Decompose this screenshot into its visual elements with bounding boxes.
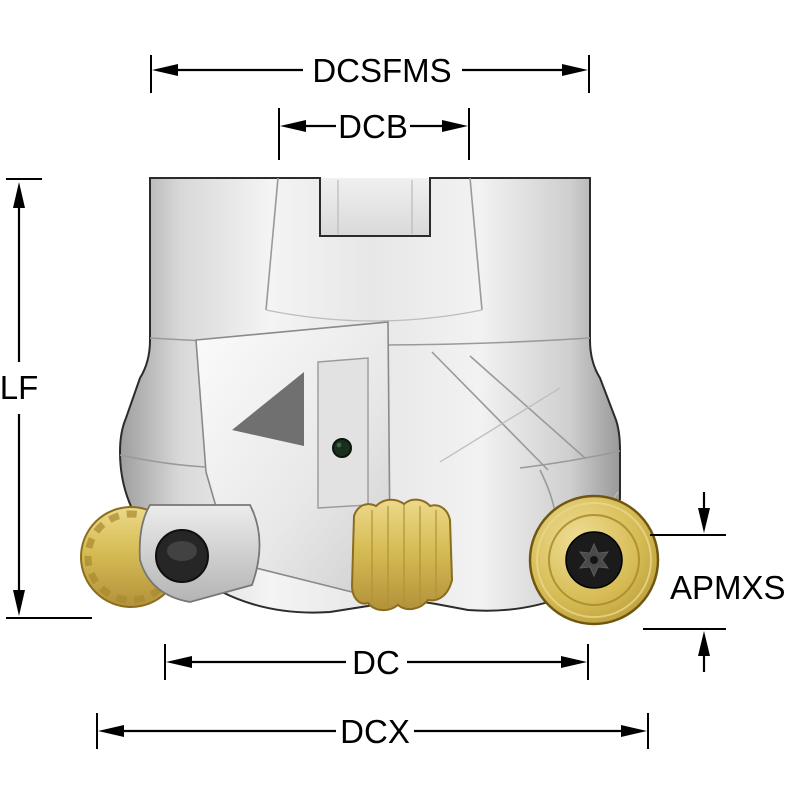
dimension-dcb: DCB xyxy=(278,108,470,160)
dim-label-dcsfms: DCSFMS xyxy=(312,52,451,89)
dcx-arrow-right xyxy=(621,725,647,737)
dcsfms-arrow-right xyxy=(562,64,588,76)
dimension-lf: LF xyxy=(0,178,92,619)
round-insert-center xyxy=(350,498,454,611)
wedge-shadow-triangle xyxy=(232,372,304,446)
insert-clamp-left xyxy=(138,504,261,603)
clamp-screw-highlight xyxy=(167,541,197,561)
flange-line-right xyxy=(519,450,621,469)
dc-arrow-right xyxy=(561,656,587,668)
dimension-dcsfms: DCSFMS xyxy=(150,52,590,93)
hub-edge-right xyxy=(469,177,483,311)
hub-bottom-arc xyxy=(265,309,483,322)
apmxs-arrow-top xyxy=(698,508,710,533)
apmxs-arrow-bottom xyxy=(698,631,710,656)
insert-right-highlight-ring xyxy=(536,502,652,618)
flute-line-3 xyxy=(439,387,561,463)
round-insert-right xyxy=(528,494,660,626)
hub-edge-left xyxy=(265,177,279,311)
dcx-arrow-left xyxy=(98,725,124,737)
dcsfms-arrow-left xyxy=(152,64,178,76)
dim-label-dcx: DCX xyxy=(340,713,410,750)
coolant-hole-highlight xyxy=(336,442,342,448)
dcb-arrow-right xyxy=(442,120,468,132)
dcb-arrow-left xyxy=(280,120,306,132)
drive-notch-back-wall xyxy=(320,178,430,236)
lf-arrow-bottom xyxy=(13,590,25,616)
insert-right-inner-ring xyxy=(548,514,640,606)
dimension-dc: DC xyxy=(164,644,589,681)
flute-line-1 xyxy=(431,351,549,471)
dimension-dcx: DCX xyxy=(96,713,649,750)
torx-center-dot xyxy=(590,556,598,564)
dim-label-apmxs: APMXS xyxy=(670,569,786,606)
coolant-hole xyxy=(332,438,352,458)
lf-arrow-top xyxy=(13,182,25,208)
dim-label-dcb: DCB xyxy=(338,108,408,145)
dim-label-dc: DC xyxy=(352,644,400,681)
dc-arrow-left xyxy=(166,656,192,668)
dimension-apmxs: APMXS xyxy=(643,492,786,672)
insert-center-body xyxy=(350,498,454,611)
center-pocket-facet xyxy=(317,357,369,509)
flute-line-2 xyxy=(469,355,586,459)
dim-label-lf: LF xyxy=(0,369,38,406)
